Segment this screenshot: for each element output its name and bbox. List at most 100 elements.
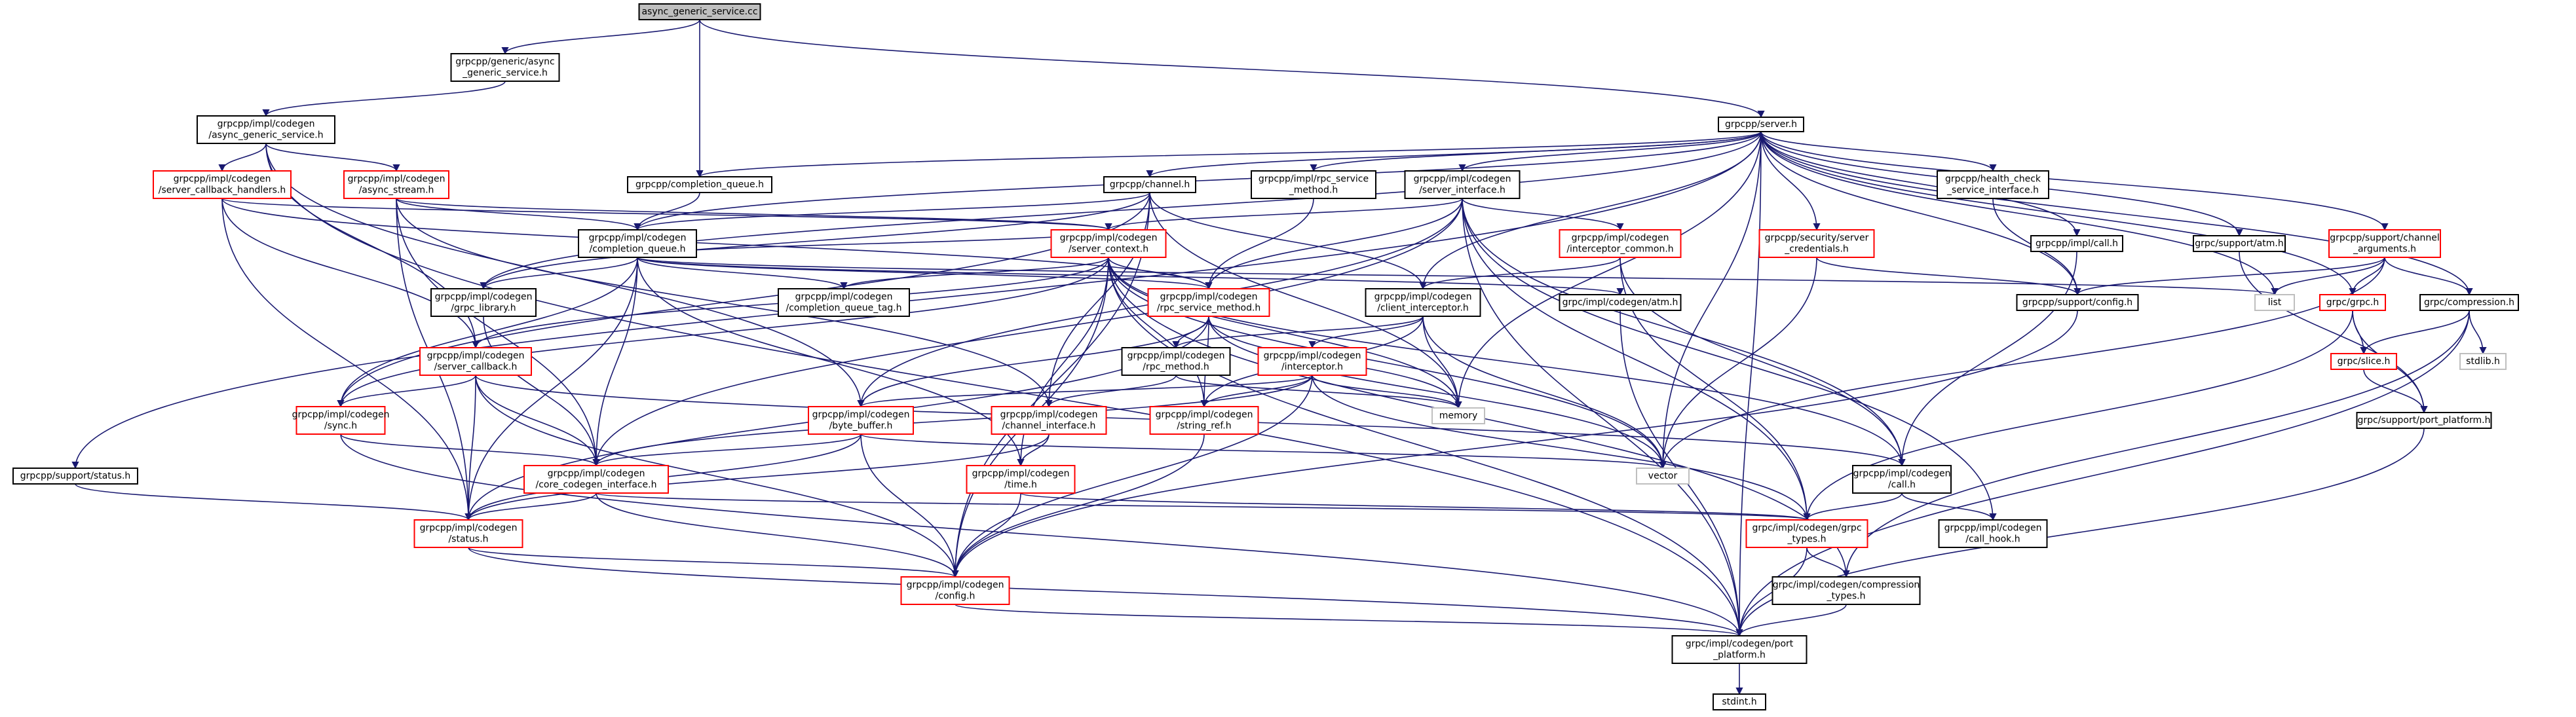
node-interceptor_common[interactable]: grpcpp/impl/codegen/interceptor_common.h xyxy=(1559,229,1682,258)
node-impl_async_generic[interactable]: grpcpp/impl/codegen/async_generic_servic… xyxy=(197,115,335,144)
edge-impl_async_generic-to-port_platform_codegen xyxy=(265,143,1743,637)
node-box-codegen_atm xyxy=(1559,294,1682,311)
node-support_atm[interactable]: grpc/support/atm.h xyxy=(2193,235,2286,252)
node-call_hook[interactable]: grpcpp/impl/codegen/call_hook.h xyxy=(1938,519,2048,548)
edge-server_h-to-rpc_service_method_h xyxy=(1310,131,1762,172)
node-label-interceptor_common-0: grpcpp/impl/codegen xyxy=(1572,233,1669,244)
node-codegen_call[interactable]: grpcpp/impl/codegen/call.h xyxy=(1852,465,1952,494)
node-label-impl_async_generic-0: grpcpp/impl/codegen xyxy=(218,119,315,130)
edge-server_context-to-sync_h xyxy=(337,257,1109,408)
edge-impl_async_generic-to-cb_handlers xyxy=(218,143,267,172)
node-label-server_credentials-0: grpcpp/security/server xyxy=(1765,233,1869,244)
node-box-support_atm xyxy=(2193,235,2286,252)
node-server_interface[interactable]: grpcpp/impl/codegen/server_interface.h xyxy=(1404,170,1521,199)
node-label-string_ref-0: grpcpp/impl/codegen xyxy=(1156,410,1253,420)
node-server_context[interactable]: grpcpp/impl/codegen/server_context.h xyxy=(1050,229,1167,258)
node-stdint[interactable]: stdint.h xyxy=(1713,693,1766,710)
node-server_credentials[interactable]: grpcpp/security/server_credentials.h xyxy=(1758,229,1875,258)
node-memory[interactable]: memory xyxy=(1431,407,1485,424)
node-time_h[interactable]: grpcpp/impl/codegen/time.h xyxy=(966,465,1076,494)
node-port_platform_support[interactable]: grpc/support/port_platform.h xyxy=(2356,412,2492,429)
node-box-grpc_library xyxy=(430,288,537,317)
node-cq_impl[interactable]: grpcpp/impl/codegen/completion_queue.h xyxy=(578,229,697,258)
node-stdlib[interactable]: stdlib.h xyxy=(2459,353,2507,370)
edge-compression_h-to-compression_types xyxy=(1842,310,2470,578)
node-byte_buffer[interactable]: grpcpp/impl/codegen/byte_buffer.h xyxy=(808,406,914,435)
node-codegen_atm[interactable]: grpc/impl/codegen/atm.h xyxy=(1559,294,1682,311)
edge-core_codegen_interface-to-codegen_config xyxy=(596,492,959,578)
edge-server_h-to-grpc_library xyxy=(480,131,1762,290)
node-core_codegen_interface[interactable]: grpcpp/impl/codegen/core_codegen_interfa… xyxy=(523,465,669,494)
node-rpc_service_method[interactable]: grpcpp/impl/codegen/rpc_service_method.h xyxy=(1147,288,1270,317)
node-label-server_h-0: grpcpp/server.h xyxy=(1725,119,1797,130)
node-label-stdlib-0: stdlib.h xyxy=(2466,356,2500,367)
node-compression_h[interactable]: grpc/compression.h xyxy=(2419,294,2519,311)
node-root[interactable]: async_generic_service.cc xyxy=(638,3,761,20)
node-box-channel_interface xyxy=(991,406,1107,435)
node-label-memory-0: memory xyxy=(1439,411,1478,421)
node-gen_async[interactable]: grpcpp/generic/async_generic_service.h xyxy=(450,53,560,82)
node-async_stream[interactable]: grpcpp/impl/codegen/async_stream.h xyxy=(343,170,449,199)
edge-rpc_method-to-memory xyxy=(1175,375,1462,409)
node-slice_h[interactable]: grpc/slice.h xyxy=(2330,353,2397,370)
node-vector[interactable]: vector xyxy=(1636,468,1690,485)
node-impl_call_h[interactable]: grpcpp/impl/call.h xyxy=(2030,235,2123,252)
node-sync_h[interactable]: grpcpp/impl/codegen/sync.h xyxy=(292,406,390,435)
node-codegen_status[interactable]: grpcpp/impl/codegen/status.h xyxy=(413,519,523,548)
node-label-port_platform_codegen-1: _platform.h xyxy=(1713,650,1766,661)
edge-interceptor_h-to-memory xyxy=(1312,375,1462,409)
edge-cb_handlers-to-server_context xyxy=(221,198,1112,231)
edge-server_h-to-port_platform_codegen xyxy=(1735,131,1762,637)
node-box-grpc_h xyxy=(2319,294,2386,311)
node-list[interactable]: list xyxy=(2254,294,2295,311)
node-box-time_h xyxy=(966,465,1076,494)
node-string_ref[interactable]: grpcpp/impl/codegen/string_ref.h xyxy=(1149,406,1259,435)
edge-cq_impl-to-codegen_atm xyxy=(637,257,1624,296)
node-client_interceptor[interactable]: grpcpp/impl/codegen/client_interceptor.h xyxy=(1365,288,1481,317)
edge-interceptor_h-to-byte_buffer xyxy=(857,375,1313,408)
node-codegen_config[interactable]: grpcpp/impl/codegen/config.h xyxy=(900,576,1010,605)
node-server_callback[interactable]: grpcpp/impl/codegen/server_callback.h xyxy=(419,347,532,376)
edge-server_h-to-server_interface xyxy=(1458,131,1762,172)
node-compression_types[interactable]: grpc/impl/codegen/compression_types.h xyxy=(1771,576,1921,605)
edge-channel_h-to-cq_impl xyxy=(634,192,1150,231)
node-server_h[interactable]: grpcpp/server.h xyxy=(1718,117,1804,132)
node-support_status[interactable]: grpcpp/support/status.h xyxy=(12,468,138,485)
node-label-server_callback-1: /server_callback.h xyxy=(434,362,518,373)
node-port_platform_codegen[interactable]: grpc/impl/codegen/port_platform.h xyxy=(1671,635,1808,664)
node-completion_queue_h[interactable]: grpcpp/completion_queue.h xyxy=(627,176,772,193)
node-rpc_service_method_h[interactable]: grpcpp/impl/rpc_service_method.h xyxy=(1251,170,1376,199)
node-box-codegen_config xyxy=(900,576,1010,605)
node-cq_tag[interactable]: grpcpp/impl/codegen/completion_queue_tag… xyxy=(778,288,910,317)
edge-interceptor_h-to-core_codegen_interface xyxy=(592,375,1313,467)
node-box-stdlib xyxy=(2459,353,2507,370)
node-support_config[interactable]: grpcpp/support/config.h xyxy=(2016,294,2139,311)
node-label-health_check-0: grpcpp/health_check xyxy=(1945,174,2041,185)
node-cb_handlers[interactable]: grpcpp/impl/codegen/server_callback_hand… xyxy=(153,170,292,199)
node-interceptor_h[interactable]: grpcpp/impl/codegen/interceptor.h xyxy=(1257,347,1367,376)
node-rpc_method[interactable]: grpcpp/impl/codegen/rpc_method.h xyxy=(1121,347,1231,376)
edge-server_callback-to-core_codegen_interface xyxy=(475,375,600,467)
node-layer: async_generic_service.cc grpcpp/generic/a… xyxy=(12,3,2519,710)
node-grpc_types[interactable]: grpc/impl/codegen/grpc_types.h xyxy=(1745,519,1868,548)
edge-cq_impl-to-core_codegen_interface xyxy=(592,257,638,467)
node-grpc_h[interactable]: grpc/grpc.h xyxy=(2319,294,2386,311)
node-label-cb_handlers-0: grpcpp/impl/codegen xyxy=(174,174,271,185)
node-channel_arguments[interactable]: grpcpp/support/channel_arguments.h xyxy=(2328,229,2441,258)
node-label-gen_async-0: grpcpp/generic/async xyxy=(455,57,555,67)
node-channel_interface[interactable]: grpcpp/impl/codegen/channel_interface.h xyxy=(991,406,1107,435)
edge-impl_call_h-to-codegen_call xyxy=(1898,251,2077,467)
node-box-rpc_method xyxy=(1121,347,1231,376)
edge-server_credentials-to-support_config xyxy=(1816,257,2081,296)
edge-server_h-to-support_status xyxy=(71,131,1762,469)
node-grpc_library[interactable]: grpcpp/impl/codegen/grpc_library.h xyxy=(430,288,537,317)
node-health_check[interactable]: grpcpp/health_check_service_interface.h xyxy=(1937,170,2049,199)
node-label-codegen_call-0: grpcpp/impl/codegen xyxy=(1853,469,1951,479)
node-label-cb_handlers-1: /server_callback_handlers.h xyxy=(159,185,286,196)
node-box-cb_handlers xyxy=(153,170,292,199)
node-channel_h[interactable]: grpcpp/channel.h xyxy=(1103,176,1196,193)
node-label-vector-0: vector xyxy=(1648,471,1678,481)
edge-server_interface-to-server_context xyxy=(1105,198,1463,231)
node-label-cq_tag-0: grpcpp/impl/codegen xyxy=(795,292,893,303)
node-box-server_h xyxy=(1718,117,1804,132)
